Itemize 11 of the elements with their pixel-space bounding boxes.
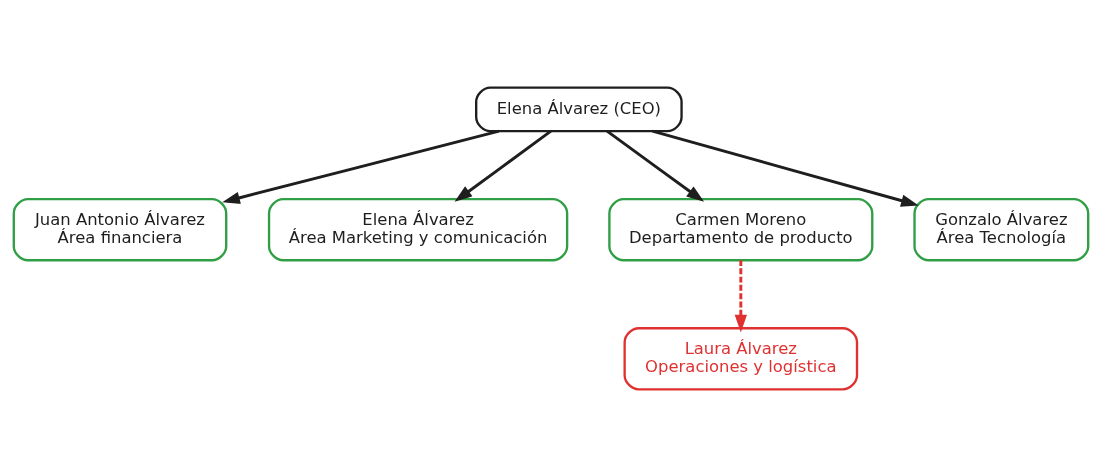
node-box: Laura Álvarez Operaciones y logística [623, 326, 859, 390]
arrow [454, 129, 552, 202]
node-box: Elena Álvarez (CEO) [475, 86, 683, 132]
arrow [734, 259, 747, 332]
node-box: Elena Álvarez Área Marketing y comunicación [267, 197, 569, 261]
arrow [652, 129, 919, 207]
node-box: Juan Antonio Álvarez Área financiera [12, 197, 228, 261]
arrow [222, 129, 500, 204]
node-box: Carmen Moreno Departamento de producto [608, 197, 874, 261]
node-box: Gonzalo Álvarez Área Tecnología [913, 197, 1090, 261]
arrow [606, 129, 705, 202]
